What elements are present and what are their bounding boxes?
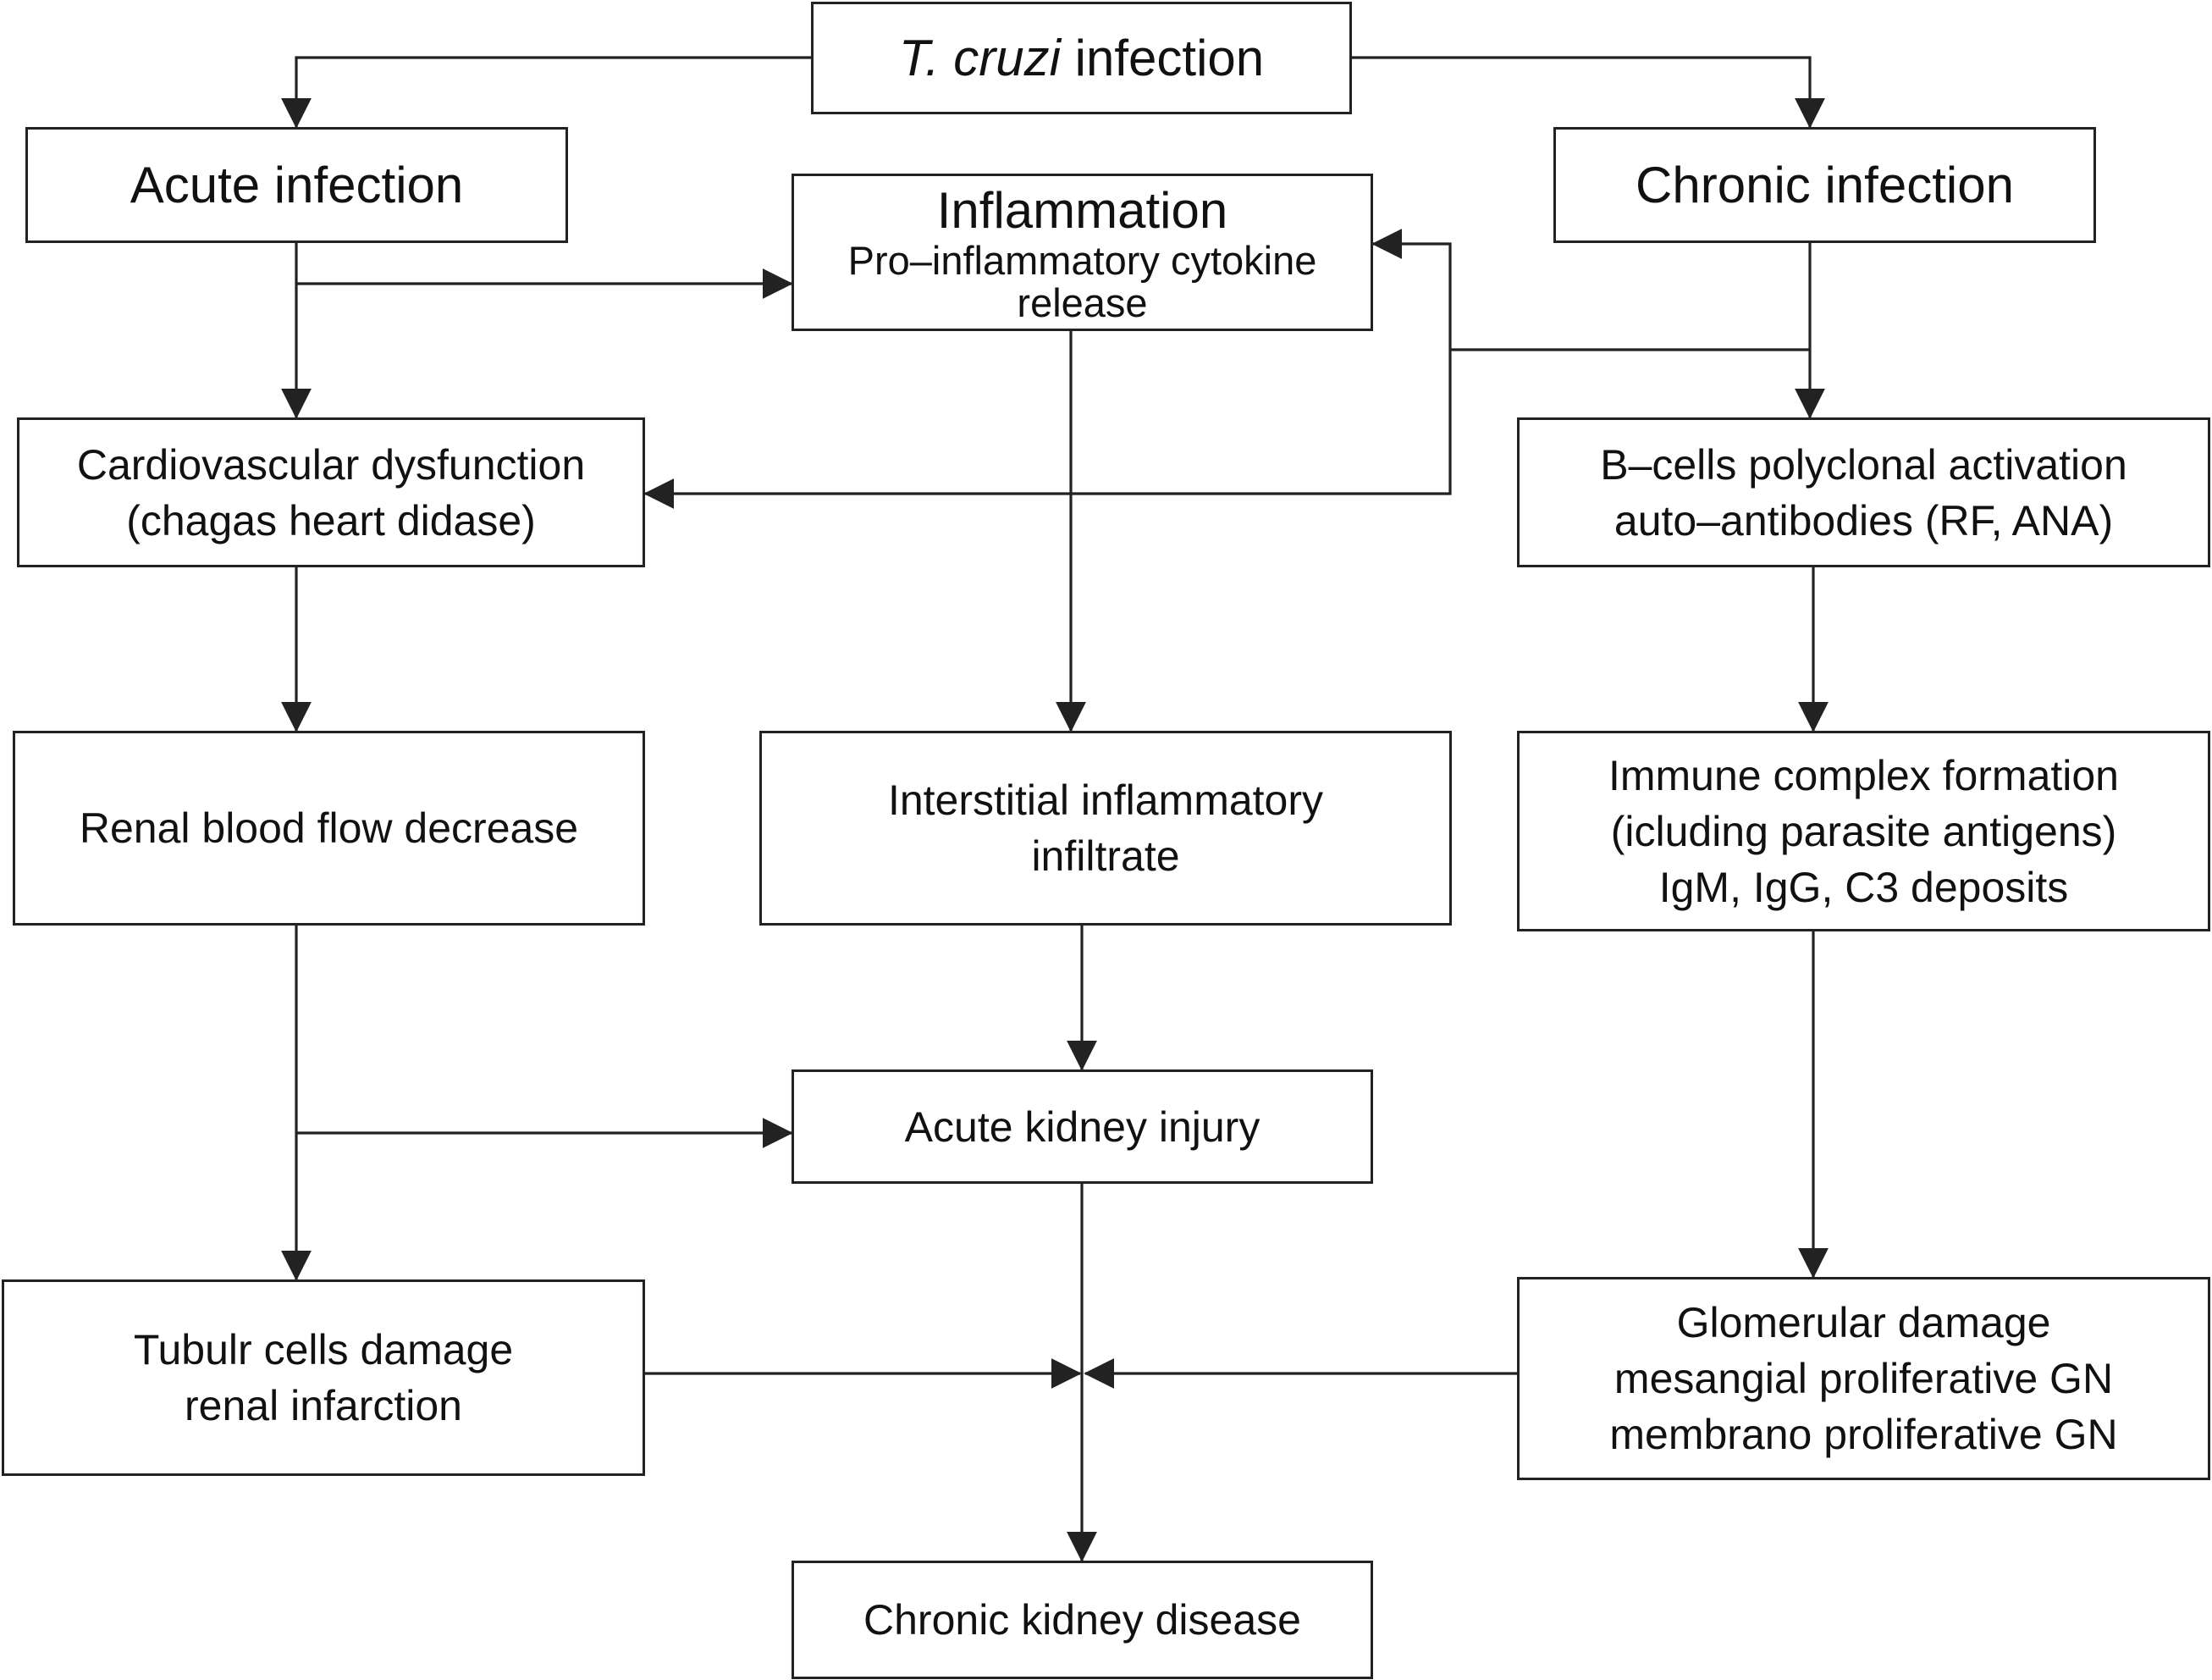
node-cardio-line1: Cardiovascular dysfunction <box>76 440 586 489</box>
node-inflammation: Inflammation Pro–inflammatory cytokine r… <box>792 174 1373 331</box>
arrow-root-to-acute <box>281 56 811 129</box>
node-immune-complex: Immune complex formation (icluding paras… <box>1517 731 2210 931</box>
node-aki-label: Acute kidney injury <box>904 1102 1260 1151</box>
node-glomerular-line2: mesangial proliferative GN <box>1613 1355 2114 1402</box>
arrow-chronic-to-cardio <box>643 350 1452 509</box>
node-tubular-line1: Tubulr cells damage <box>133 1326 514 1373</box>
node-cardio-line2: (chagas heart didase) <box>126 496 536 544</box>
node-chronic-label: Chronic infection <box>1636 157 2014 213</box>
node-chronic-kidney-disease: Chronic kidney disease <box>792 1561 1373 1679</box>
node-renal-blood-flow: Renal blood flow decrease <box>13 731 645 926</box>
node-immune-line2: (icluding parasite antigens) <box>1610 807 2117 855</box>
node-immune-line1: Immune complex formation <box>1608 751 2119 799</box>
arrow-root-to-chronic <box>1352 56 1825 129</box>
node-inflammation-line1: Pro–inflammatory cytokine <box>847 238 1317 284</box>
node-tcruzi-infection: T. cruzi infection <box>811 2 1352 114</box>
node-immune-line3: IgM, IgG, C3 deposits <box>1658 863 2069 911</box>
node-inflammation-line2: release <box>1017 279 1148 325</box>
node-acute-infection: Acute infection <box>25 127 568 243</box>
node-inflammation-title: Inflammation <box>936 182 1228 240</box>
node-interstitial-line2: infiltrate <box>1031 832 1180 880</box>
node-tubular-damage: Tubulr cells damage renal infarction <box>2 1279 645 1476</box>
node-bcells-activation: B–cells polyclonal activation auto–antib… <box>1517 417 2210 567</box>
node-glomerular-line1: Glomerular damage <box>1676 1299 2051 1346</box>
node-interstitial-infiltrate: Interstitial inflammatory infiltrate <box>759 731 1452 926</box>
node-tcruzi-rest: infection <box>1061 30 1265 86</box>
node-tcruzi-italic: T. cruzi <box>898 30 1061 86</box>
node-renal-label: Renal blood flow decrease <box>79 804 579 852</box>
arrow-chronic-to-inflammation <box>1371 229 1810 351</box>
node-acute-kidney-injury: Acute kidney injury <box>792 1069 1373 1184</box>
node-bcells-line1: B–cells polyclonal activation <box>1600 440 2127 489</box>
node-bcells-line2: auto–antibodies (RF, ANA) <box>1613 496 2114 544</box>
node-interstitial-line1: Interstitial inflammatory <box>887 776 1324 824</box>
node-ckd-label: Chronic kidney disease <box>863 1596 1301 1644</box>
node-tubular-line2: renal infarction <box>185 1382 462 1429</box>
node-glomerular-damage: Glomerular damage mesangial proliferativ… <box>1517 1277 2210 1480</box>
node-acute-label: Acute infection <box>130 157 464 213</box>
node-cardiovascular-dysfunction: Cardiovascular dysfunction (chagas heart… <box>17 417 645 567</box>
node-glomerular-line3: membrano proliferative GN <box>1609 1411 2118 1458</box>
node-tcruzi-label: T. cruzi infection <box>899 29 1264 87</box>
node-chronic-infection: Chronic infection <box>1553 127 2096 243</box>
